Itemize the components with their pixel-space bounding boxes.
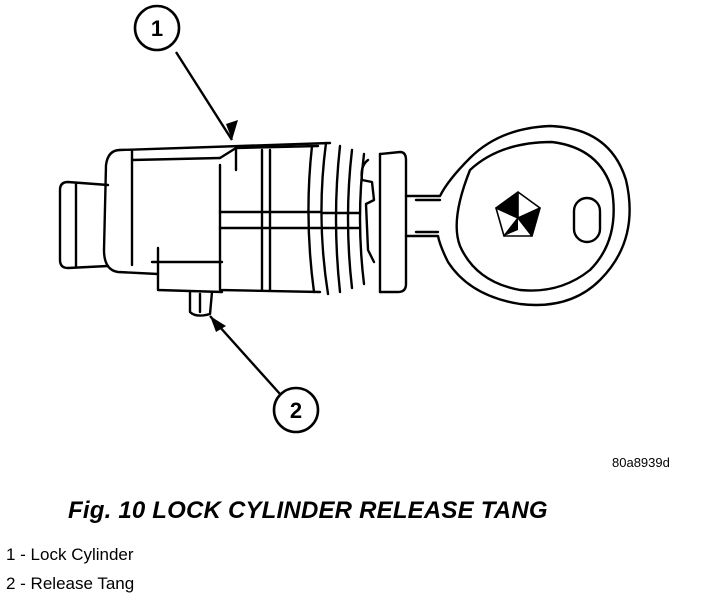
legend-item: 2 - Release Tang [6, 574, 135, 593]
callout-1-number: 1 [151, 16, 163, 41]
cylinder-rear-plug [58, 180, 110, 270]
cylinder-face [360, 150, 408, 294]
lock-cylinder-body [102, 141, 332, 317]
pentastar-shading [496, 192, 540, 236]
figure-title: Fig. 10 LOCK CYLINDER RELEASE TANG [68, 497, 548, 524]
figure-reference-code: 80a8939d [612, 455, 670, 470]
cylinder-ring-grooves [307, 141, 366, 296]
release-tang [188, 290, 214, 317]
lock-cylinder-diagram: 1 2 [58, 4, 631, 434]
legend: 1 - Lock Cylinder 2 - Release Tang [6, 540, 134, 598]
callout-2: 2 [209, 315, 320, 434]
callout-2-number: 2 [290, 398, 302, 423]
callout-1: 1 [133, 4, 238, 141]
legend-item: 1 - Lock Cylinder [6, 545, 134, 564]
ignition-key [404, 124, 631, 307]
